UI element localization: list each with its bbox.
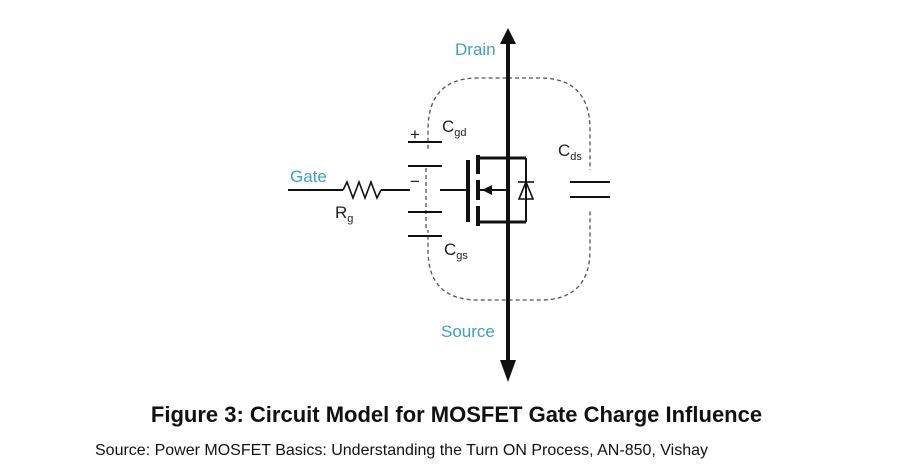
drain-arrow-up: [500, 28, 516, 44]
source-arrow-down: [500, 360, 516, 382]
cgs-label: Cgs: [444, 240, 468, 262]
gate-label: Gate: [290, 167, 327, 186]
figure-caption-source: Source: Power MOSFET Basics: Understandi…: [95, 442, 709, 459]
plus-sign: +: [410, 125, 420, 144]
cds-label: Cds: [558, 141, 582, 163]
body-arrow: [482, 185, 492, 195]
body-diode: [517, 179, 535, 200]
figure-caption-title: Figure 3: Circuit Model for MOSFET Gate …: [150, 402, 763, 427]
minus-sign: −: [410, 172, 420, 191]
cgd-label: Cgd: [442, 117, 467, 139]
drain-label: Drain: [455, 40, 496, 59]
source-label: Source: [441, 322, 495, 341]
mosfet-symbol: [466, 155, 535, 226]
mask-right: [570, 170, 610, 210]
rg-label: Rg: [335, 203, 353, 225]
rg-resistor: [342, 179, 382, 201]
